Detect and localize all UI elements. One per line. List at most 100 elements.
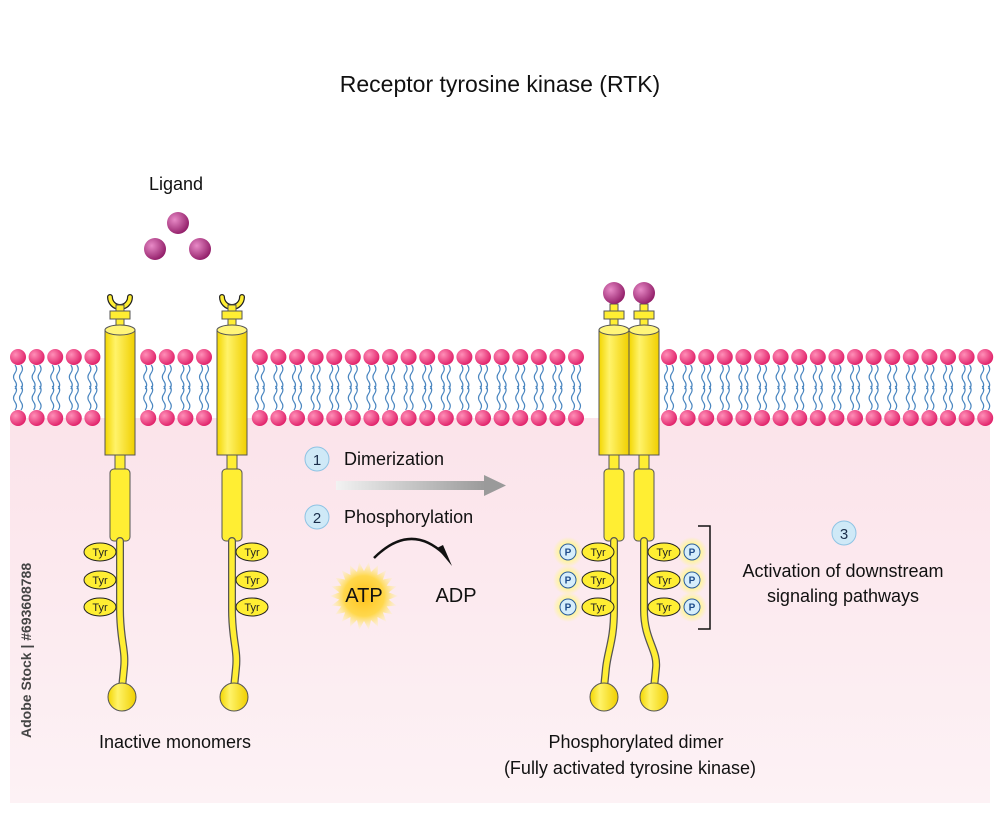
tyr-label: Tyr — [92, 547, 108, 559]
tyr-oval — [647, 570, 681, 590]
tyr-oval — [647, 542, 681, 562]
lipid-head-inner — [84, 410, 101, 426]
ligand-molecule — [167, 212, 189, 234]
phosphate-label: P — [565, 576, 572, 587]
lipid-head-inner — [456, 410, 473, 426]
tyr-label: Tyr — [590, 547, 606, 559]
c-terminal-tail — [229, 538, 240, 691]
c-terminal-knob — [107, 682, 137, 712]
step-dimerization: 1 Dimerization — [304, 446, 444, 472]
receptor-collar — [633, 310, 655, 320]
step-number: 1 — [313, 452, 321, 469]
lipid-head-outer — [326, 349, 343, 365]
phosphate-group — [683, 598, 701, 616]
lipid-head-outer — [437, 349, 454, 365]
tyr-oval — [581, 570, 615, 590]
cylinder-top — [598, 324, 630, 336]
lipid-head-inner — [568, 410, 584, 426]
lipid-head-inner — [940, 410, 956, 426]
lipid-head-outer — [307, 349, 324, 365]
lipid-head-outer — [865, 349, 882, 365]
step-number-badge — [304, 446, 330, 472]
lipid-head-outer — [698, 349, 715, 365]
lipid-head-outer — [289, 349, 305, 365]
tyrosine-residue: Tyr — [83, 597, 117, 617]
juxtamembrane — [608, 454, 620, 470]
tyr-label: Tyr — [656, 602, 672, 614]
lipid-head-outer — [679, 349, 696, 365]
lipid-head-inner — [698, 410, 715, 426]
lipid-head-outer — [921, 349, 938, 365]
tyr-oval — [235, 597, 269, 617]
lipid-head-inner — [140, 410, 157, 426]
lipid-head-inner — [158, 410, 175, 426]
phosphorylated-dimer-label: Phosphorylated dimer — [548, 732, 723, 752]
lipid-head-inner — [865, 410, 882, 426]
phosphate-label: P — [565, 548, 572, 559]
lipid-head-outer — [884, 349, 901, 365]
lipid-head-inner — [47, 410, 64, 426]
lipid-head-outer — [958, 349, 975, 365]
lipid-head-outer — [902, 349, 919, 365]
kinase-domain — [633, 468, 655, 542]
lipid-head-inner — [307, 410, 324, 426]
cylinder-top — [216, 324, 248, 336]
lipid-head-outer — [772, 349, 789, 365]
lipid-head-inner — [791, 410, 808, 426]
tyr-label: Tyr — [590, 602, 606, 614]
step-number-badge — [831, 520, 857, 546]
phosphate-group — [559, 598, 577, 616]
lipid-head-outer — [754, 349, 770, 365]
kinase-domain — [221, 468, 243, 542]
lipid-head-outer — [549, 349, 566, 365]
lipid-head-outer — [828, 349, 845, 365]
transmembrane-domain — [628, 329, 660, 456]
lipid-head-outer — [977, 349, 994, 365]
lipid-head-inner — [270, 410, 287, 426]
tyrosine-residue: Tyr P — [553, 537, 615, 567]
lipid-head-inner — [958, 410, 975, 426]
lipid-head-outer — [65, 349, 82, 365]
lipid-head-outer — [344, 349, 361, 365]
ligand-label: Ligand — [149, 174, 203, 194]
lipid-head-inner — [493, 410, 510, 426]
lipid-head-outer — [809, 349, 826, 365]
lipid-head-outer — [716, 349, 733, 365]
c-terminal-tail — [641, 538, 659, 691]
c-terminal-knob — [639, 682, 669, 712]
lipid-head-inner — [382, 410, 398, 426]
juxtamembrane — [638, 454, 650, 470]
diagram-title: Receptor tyrosine kinase (RTK) — [340, 71, 660, 97]
lipid-tails — [12, 364, 991, 411]
lipid-head-inner — [828, 410, 845, 426]
phosphate-label: P — [689, 576, 696, 587]
receptor-collar — [603, 310, 625, 320]
lipid-head-inner — [921, 410, 938, 426]
reaction-arrow-head — [437, 545, 452, 566]
lipid-head-outer — [84, 349, 101, 365]
activation-label-line1: Activation of downstream — [742, 561, 943, 581]
lipid-head-outer — [251, 349, 268, 365]
cylinder-top — [628, 324, 660, 336]
bracket — [698, 525, 711, 630]
lipid-head-inner — [326, 410, 343, 426]
cell-membrane — [10, 349, 994, 426]
fully-activated-label: (Fully activated tyrosine kinase) — [504, 758, 756, 778]
lipid-head-inner — [177, 410, 194, 426]
step-number-badge — [304, 504, 330, 530]
juxtamembrane — [226, 454, 238, 470]
tyr-oval — [83, 597, 117, 617]
phosphate-group — [683, 543, 701, 561]
lipid-head-outer — [940, 349, 956, 365]
tyr-label: Tyr — [244, 547, 260, 559]
lipid-head-outer — [735, 349, 752, 365]
lipid-head-outer — [28, 349, 45, 365]
